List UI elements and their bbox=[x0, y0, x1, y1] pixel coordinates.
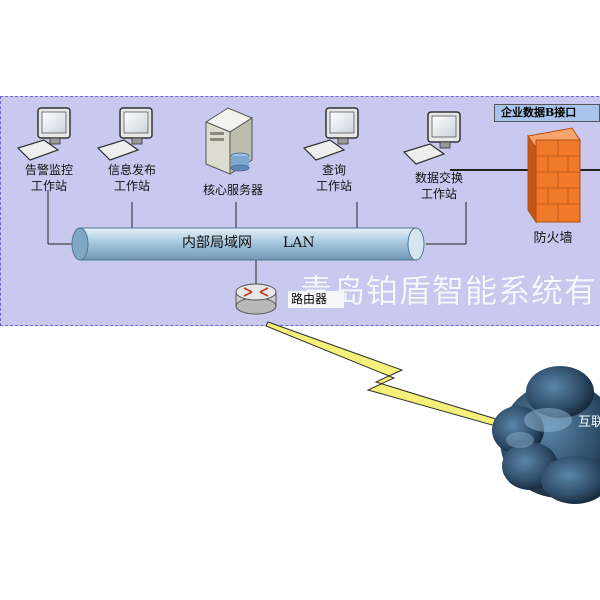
internal-network-zone bbox=[0, 96, 600, 326]
station-label-line1: 信息发布 bbox=[107, 163, 156, 177]
lan-label-text: 内部局域网 bbox=[182, 235, 252, 251]
zone-tag: 企业数据B接口 bbox=[494, 104, 600, 122]
station-label-alarm: 告警监控 工作站 bbox=[18, 162, 80, 194]
station-label-line1: 数据交换 bbox=[414, 171, 463, 185]
server-label: 核心服务器 bbox=[202, 183, 263, 197]
firewall-icon bbox=[527, 127, 581, 224]
workstation-icon-alarm bbox=[16, 107, 71, 161]
server-icon bbox=[204, 107, 254, 175]
router-label: 路由器 bbox=[288, 291, 344, 308]
station-label-line2: 工作站 bbox=[30, 179, 67, 193]
workstation-icon-exchange bbox=[402, 111, 461, 165]
station-label-line1: 告警监控 bbox=[24, 163, 73, 177]
station-label-publish: 信息发布 工作站 bbox=[102, 162, 162, 194]
station-label-line1: 查询 bbox=[321, 163, 346, 177]
workstation-icon-publish bbox=[96, 107, 153, 161]
station-label-line2: 工作站 bbox=[420, 187, 457, 201]
lightning-link-icon bbox=[265, 321, 513, 431]
internet-label: 互联 bbox=[578, 415, 600, 430]
firewall-label: 防火墙 bbox=[533, 231, 573, 246]
lan-pipe bbox=[71, 227, 425, 261]
station-label-line2: 工作站 bbox=[113, 179, 150, 193]
station-label-query: 查询 工作站 bbox=[306, 162, 362, 194]
lan-label-suffix: LAN bbox=[282, 235, 315, 251]
workstation-icon-query bbox=[302, 107, 359, 161]
cloud-icon bbox=[492, 366, 600, 504]
router-icon bbox=[235, 283, 277, 315]
watermark-text: 青岛铂盾智能系统有 bbox=[300, 272, 598, 310]
station-label-exchange: 数据交换 工作站 bbox=[410, 170, 468, 202]
station-label-line2: 工作站 bbox=[315, 179, 352, 193]
lan-label: 内部局域网 LAN bbox=[182, 235, 342, 251]
